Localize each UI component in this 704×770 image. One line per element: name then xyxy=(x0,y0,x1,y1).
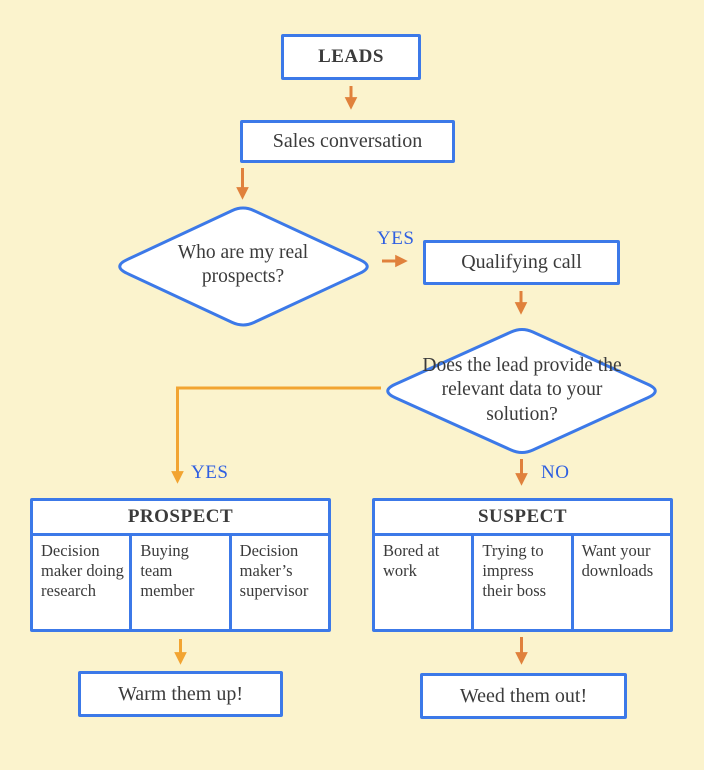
prospect-cell-decision-maker-research: Decision maker doing research xyxy=(33,536,133,629)
prospect-table-header: PROSPECT xyxy=(33,501,328,536)
suspect-table: SUSPECT Bored at work Trying to impress … xyxy=(372,498,673,632)
node-leads: LEADS xyxy=(281,34,421,80)
suspect-table-body: Bored at work Trying to impress their bo… xyxy=(375,536,670,629)
node-warm-them-up: Warm them up! xyxy=(78,671,283,717)
node-qualifying-call: Qualifying call xyxy=(423,240,620,285)
suspect-table-header: SUSPECT xyxy=(375,501,670,536)
diamond-text-who-are-my-real-prospects: Who are my real prospects? xyxy=(177,242,309,288)
diamond-who-are-my-real-prospects xyxy=(118,206,369,327)
arrow-yes-elbow-to-prospect-table xyxy=(171,386,381,484)
prospect-cell-decision-makers-supervisor: Decision maker’s supervisor xyxy=(239,541,309,601)
suspect-cell-bored-at-work: Bored at work xyxy=(375,536,475,629)
suspect-cell-want-your-downloads: Want your downloads xyxy=(581,541,654,581)
edge-label-yes-prospect: YES xyxy=(191,462,229,483)
node-sales-conversation: Sales conversation xyxy=(240,120,455,163)
suspect-cell-impress-their-boss: Trying to impress their boss xyxy=(474,536,574,629)
node-weed-them-out: Weed them out! xyxy=(420,673,627,719)
edge-label-yes-qualifying: YES xyxy=(377,228,415,249)
diamond-does-lead-provide-data xyxy=(386,328,657,454)
diamond-text-does-lead-provide-data: Does the lead provide the relevant data … xyxy=(422,355,622,425)
prospect-table: PROSPECT Decision maker doing research B… xyxy=(30,498,331,632)
prospect-cell-buying-team-member: Buying team member xyxy=(132,536,232,629)
edge-label-no-suspect: NO xyxy=(541,462,570,483)
prospect-table-body: Decision maker doing research Buying tea… xyxy=(33,536,328,629)
